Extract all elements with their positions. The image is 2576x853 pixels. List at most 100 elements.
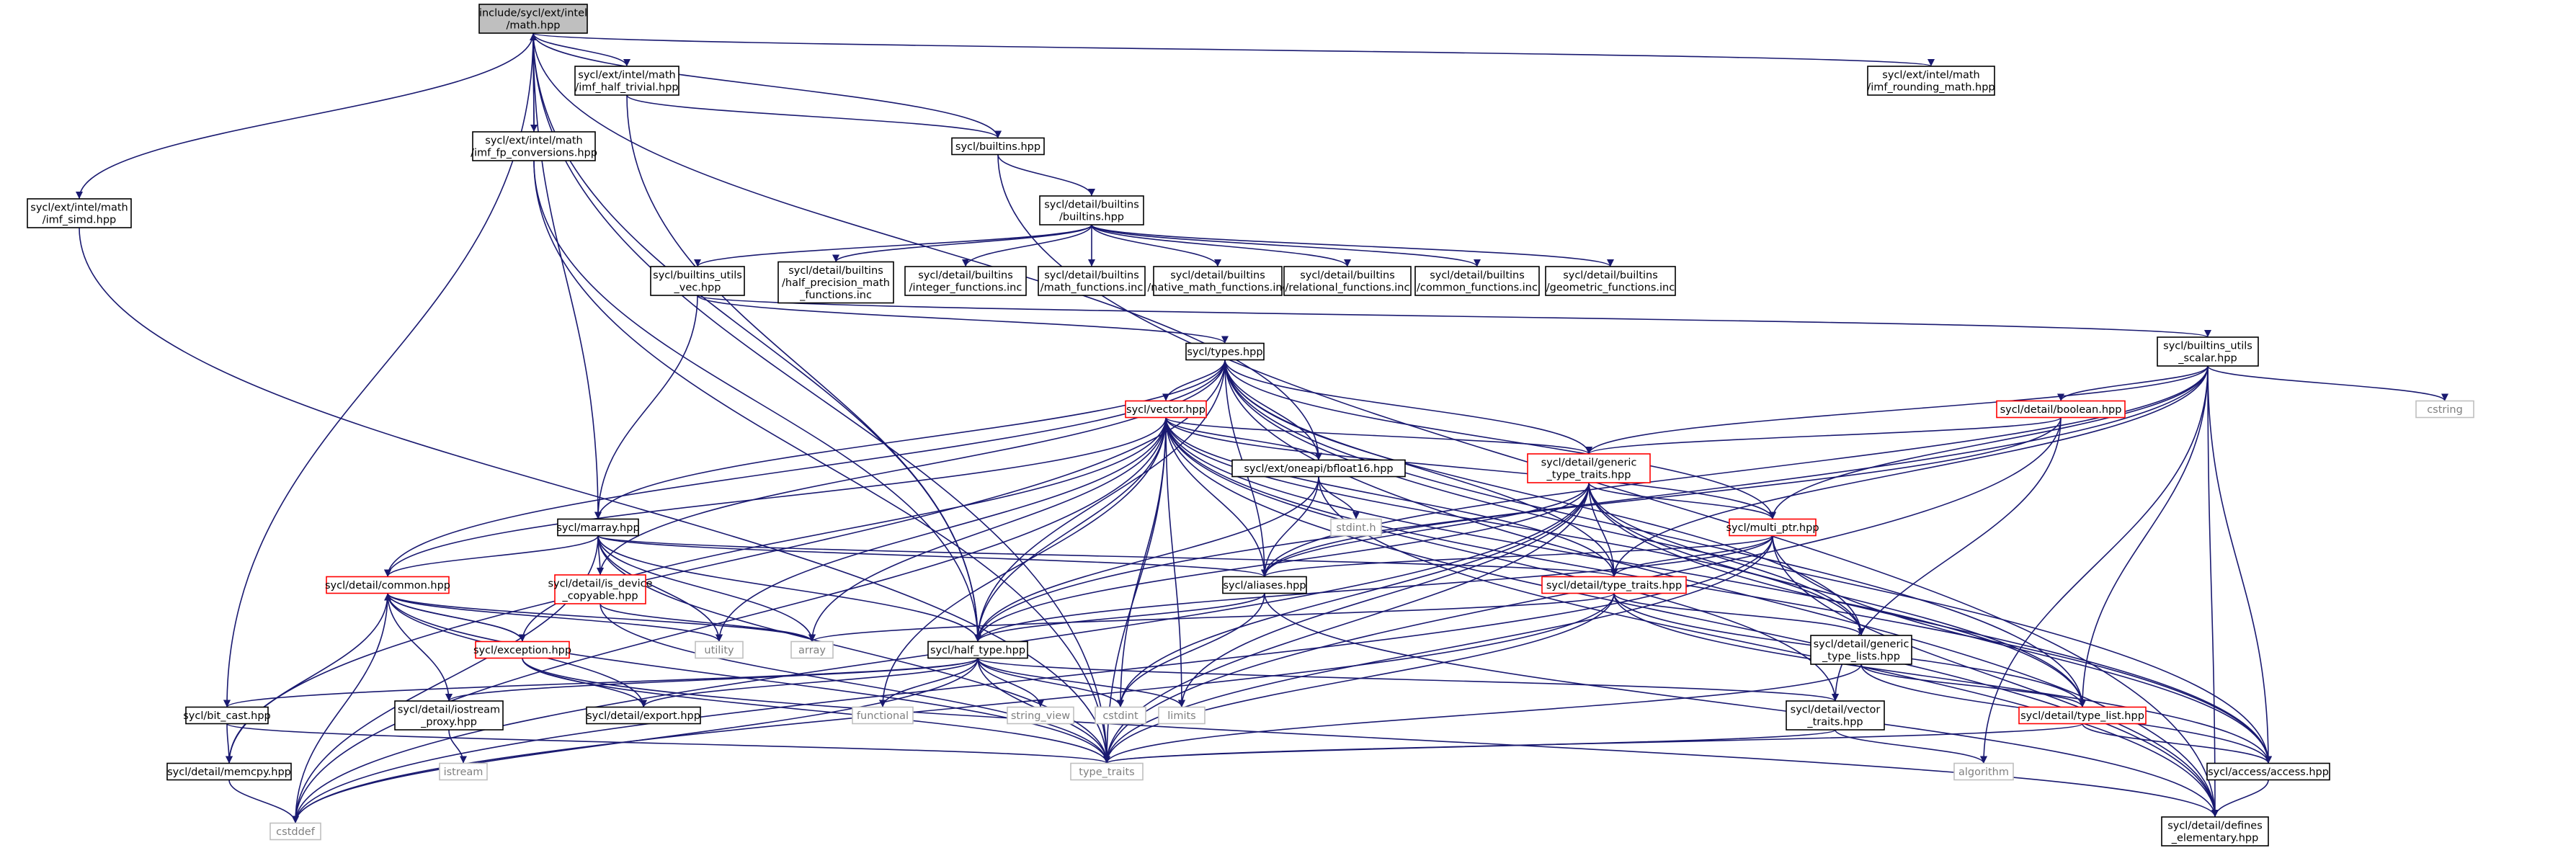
node-imf_half_trivial[interactable]: sycl/ext/intel/math/imf_half_trivial.hpp	[574, 66, 679, 96]
node-label-imf_half_trivial-0: sycl/ext/intel/math	[578, 69, 675, 81]
edge-exception-to-type_traits_std	[522, 658, 1110, 764]
edge-generic_type_lists-to-type_list	[1860, 664, 2086, 707]
node-istream: istream	[439, 762, 488, 781]
node-label-type_list-0: sycl/detail/type_list.hpp	[2020, 710, 2144, 722]
edge-generic_type_traits-to-type_traits_detail	[1588, 482, 1618, 577]
node-geometric[interactable]: sycl/detail/builtins/geometric_functions…	[1545, 266, 1676, 296]
node-type_list[interactable]: sycl/detail/type_list.hpp	[2018, 706, 2147, 725]
edge-is_device_copyable-to-array	[600, 603, 816, 642]
node-label-imf_fp_conversions-1: /imf_fp_conversions.hpp	[471, 147, 597, 158]
node-vector_traits[interactable]: sycl/detail/vector_traits.hpp	[1786, 700, 1885, 731]
node-label-detail_builtins-0: sycl/detail/builtins	[1044, 199, 1139, 210]
node-box-detail_builtins	[1039, 195, 1144, 225]
edge-vector-to-type_traits_std	[1103, 417, 1167, 764]
edge-half_type-to-limits	[977, 658, 1185, 707]
node-is_device_copyable[interactable]: sycl/detail/is_device_copyable.hpp	[548, 574, 653, 604]
edge-bfloat16-to-stdint	[1318, 476, 1360, 519]
node-box-imf_fp_conversions	[472, 131, 596, 161]
edge-generic_type_traits-to-half_type	[974, 482, 1590, 642]
node-label-imf_fp_conversions-0: sycl/ext/intel/math	[485, 135, 582, 146]
node-imf_simd[interactable]: sycl/ext/intel/math/imf_simd.hpp	[27, 198, 132, 228]
node-box-builtins_utils_scalar	[2157, 336, 2259, 367]
node-integer_functions[interactable]: sycl/detail/builtins/integer_functions.i…	[904, 266, 1027, 296]
edge-imf_fp_conversions-to-type_traits_std	[533, 160, 1110, 764]
node-imf_fp_conversions[interactable]: sycl/ext/intel/math/imf_fp_conversions.h…	[471, 131, 597, 161]
dependency-edges	[76, 32, 2448, 823]
edge-builtins_utils_scalar-to-type_list	[2079, 365, 2209, 707]
node-label-geometric-0: sycl/detail/builtins	[1563, 269, 1658, 281]
edge-builtins_utils_vec-to-types	[697, 295, 1229, 344]
node-generic_type_traits[interactable]: sycl/detail/generic_type_traits.hpp	[1527, 453, 1651, 483]
edge-multi_ptr-to-access	[1772, 535, 2272, 764]
node-label-is_device_copyable-0: sycl/detail/is_device	[548, 578, 652, 589]
node-builtins[interactable]: sycl/builtins.hpp	[951, 137, 1045, 156]
node-bfloat16[interactable]: sycl/ext/oneapi/bfloat16.hpp	[1231, 459, 1406, 478]
node-export[interactable]: sycl/detail/export.hpp	[586, 706, 701, 725]
edge-vector-to-common	[384, 417, 1167, 577]
edge-vector-to-aliases	[1165, 417, 1268, 577]
edge-detail_builtins-to-integer_functions	[962, 224, 1092, 267]
node-cstring: cstring	[2415, 400, 2474, 419]
node-stdint: stdint.h	[1330, 518, 1382, 537]
edge-builtins_utils_vec-to-marray	[594, 295, 698, 519]
node-box-defines_elementary	[2161, 816, 2269, 847]
node-defines_elementary[interactable]: sycl/detail/defines_elementary.hpp	[2161, 816, 2269, 847]
node-label-common-0: sycl/detail/common.hpp	[325, 580, 450, 591]
node-label-math_functions-1: /math_functions.inc	[1040, 282, 1144, 293]
file-nodes: include/sycl/ext/intel/math.hpp sycl/ext/…	[27, 4, 2474, 847]
node-native_math[interactable]: sycl/detail/builtins/native_math_functio…	[1147, 266, 1288, 296]
edge-aliases-to-half_type	[974, 593, 1265, 642]
node-common[interactable]: sycl/detail/common.hpp	[325, 576, 450, 594]
node-half_precision[interactable]: sycl/detail/builtins/half_precision_math…	[777, 261, 894, 304]
node-vector[interactable]: sycl/vector.hpp	[1125, 400, 1207, 419]
node-exception[interactable]: sycl/exception.hpp	[473, 640, 571, 659]
node-half_type[interactable]: sycl/half_type.hpp	[927, 640, 1028, 659]
node-label-cstring-0: cstring	[2427, 404, 2463, 416]
node-access[interactable]: sycl/access/access.hpp	[2206, 762, 2330, 781]
node-limits: limits	[1158, 706, 1205, 725]
edge-marray-to-aliases	[597, 535, 1268, 578]
node-math[interactable]: include/sycl/ext/intel/math.hpp	[478, 4, 588, 34]
node-relational[interactable]: sycl/detail/builtins/relational_function…	[1283, 266, 1412, 296]
node-label-stdint-0: stdint.h	[1336, 522, 1376, 534]
node-cstddef: cstddef	[269, 822, 321, 841]
node-label-string_view-0: string_view	[1011, 710, 1070, 722]
edge-vector-to-type_list	[1165, 417, 2086, 707]
node-types[interactable]: sycl/types.hpp	[1185, 342, 1265, 361]
node-label-imf_rounding_math-1: /imf_rounding_math.hpp	[1867, 81, 1995, 93]
edge-marray-to-array	[597, 535, 816, 642]
node-detail_builtins[interactable]: sycl/detail/builtins/builtins.hpp	[1039, 195, 1144, 225]
node-multi_ptr[interactable]: sycl/multi_ptr.hpp	[1726, 518, 1819, 537]
node-box-string_view	[1007, 706, 1074, 725]
edge-generic_type_lists-to-type_traits_std	[1103, 664, 1862, 764]
node-marray[interactable]: sycl/marray.hpp	[556, 518, 640, 537]
node-bit_cast[interactable]: sycl/bit_cast.hpp	[183, 706, 271, 725]
node-memcpy[interactable]: sycl/detail/memcpy.hpp	[166, 762, 292, 781]
node-builtins_utils_vec[interactable]: sycl/builtins_utils_vec.hpp	[650, 266, 745, 296]
node-label-half_precision-1: /half_precision_math	[782, 277, 890, 289]
node-box-vector_traits	[1786, 700, 1885, 731]
node-label-common_functions-1: /common_functions.inc	[1417, 282, 1538, 293]
node-functional: functional	[852, 706, 914, 725]
edge-aliases-to-defines_elementary	[1264, 593, 2219, 818]
node-math_functions[interactable]: sycl/detail/builtins/math_functions.inc	[1038, 266, 1146, 296]
node-boolean[interactable]: sycl/detail/boolean.hpp	[1996, 400, 2126, 419]
node-builtins_utils_scalar[interactable]: sycl/builtins_utils_scalar.hpp	[2157, 336, 2259, 367]
node-type_traits_detail[interactable]: sycl/detail/type_traits.hpp	[1541, 576, 1687, 594]
edge-vector-to-generic_type_lists	[1165, 417, 1865, 636]
node-box-stdint	[1330, 518, 1382, 537]
node-label-defines_elementary-0: sycl/detail/defines	[2167, 820, 2263, 831]
edge-bit_cast-to-memcpy	[225, 723, 233, 764]
node-generic_type_lists[interactable]: sycl/detail/generic_type_lists.hpp	[1810, 635, 1912, 665]
node-box-utility	[695, 640, 744, 659]
node-label-limits-0: limits	[1167, 710, 1195, 722]
node-box-generic_type_lists	[1810, 635, 1912, 665]
node-label-algorithm-0: algorithm	[1958, 767, 2009, 778]
node-common_functions[interactable]: sycl/detail/builtins/common_functions.in…	[1414, 266, 1540, 296]
node-iostream_proxy[interactable]: sycl/detail/iostream_proxy.hpp	[394, 700, 504, 731]
node-imf_rounding_math[interactable]: sycl/ext/intel/math/imf_rounding_math.hp…	[1867, 66, 1995, 96]
node-aliases[interactable]: sycl/aliases.hpp	[1222, 576, 1307, 594]
node-box-geometric	[1545, 266, 1676, 296]
edge-memcpy-to-cstddef	[228, 780, 299, 823]
edge-vector-to-vector_traits	[1165, 417, 1839, 702]
